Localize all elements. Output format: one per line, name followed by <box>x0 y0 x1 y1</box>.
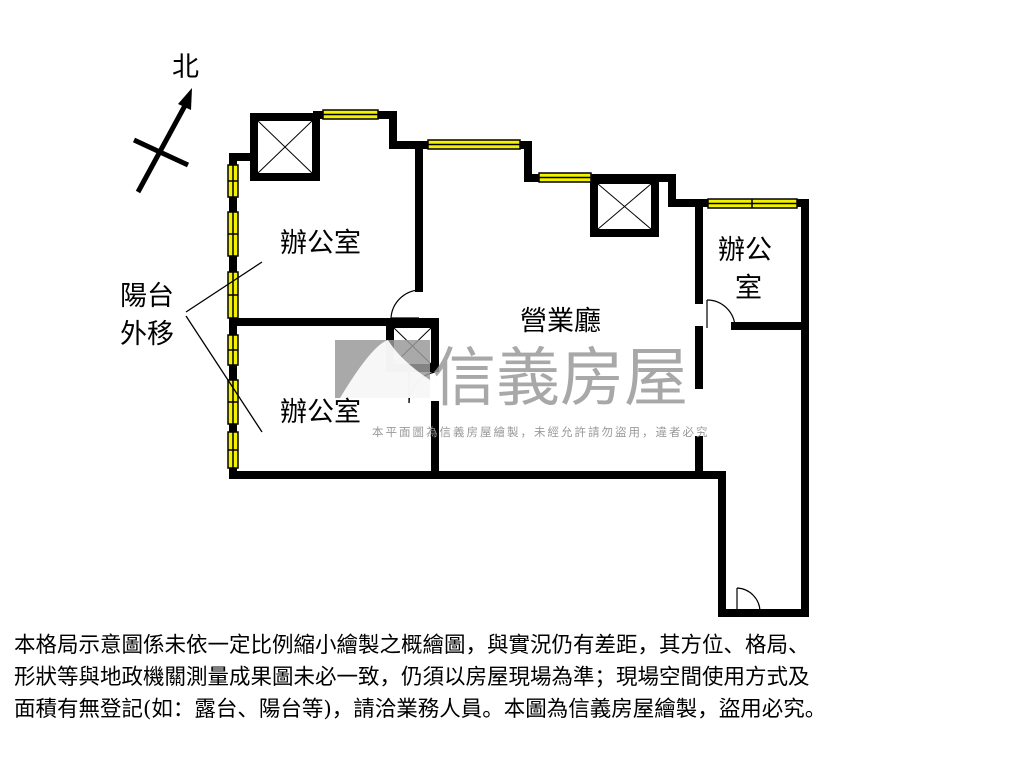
room-label-office-top-left: 辦公室 <box>280 228 361 259</box>
annotation-balcony-line1: 陽台 <box>120 281 174 312</box>
shaft-box <box>590 176 659 237</box>
annotation-leader <box>185 261 263 433</box>
watermark-logo <box>335 340 430 398</box>
annotation-balcony-line2: 外移 <box>120 319 174 350</box>
room-label-business-hall: 營業廳 <box>520 306 601 337</box>
room-label-office-right-2: 室 <box>735 273 762 304</box>
door-icon <box>390 289 420 319</box>
door-icon <box>706 299 736 329</box>
disclaimer-line: 本格局示意圖係未依一定比例縮小繪製之概繪圖，與實況仍有差距，其方位、格局、 <box>14 633 810 658</box>
watermark-notice: 本平面圖為信義房屋繪製，未經允許請勿盜用，違者必究 <box>372 425 710 439</box>
door-icon <box>736 587 761 613</box>
shaft-box <box>250 113 320 181</box>
windows <box>227 109 798 469</box>
disclaimer: 本格局示意圖係未依一定比例縮小繪製之概繪圖，與實況仍有差距，其方位、格局、 形狀… <box>14 630 1014 726</box>
north-arrow-icon <box>132 88 192 194</box>
watermark-brand: 信義房屋 <box>432 342 688 416</box>
room-label-office-right-1: 辦公 <box>718 235 772 266</box>
room-label-office-bottom-left: 辦公室 <box>280 397 361 428</box>
north-label: 北 <box>172 52 199 83</box>
disclaimer-line: 形狀等與地政機關測量成果圖未必一致，仍須以房屋現場為準；現場空間使用方式及 <box>14 665 810 690</box>
disclaimer-line: 面積有無登記(如：露台、陽台等)，請洽業務人員。本圖為信義房屋繪製，盜用必究。 <box>14 697 827 722</box>
